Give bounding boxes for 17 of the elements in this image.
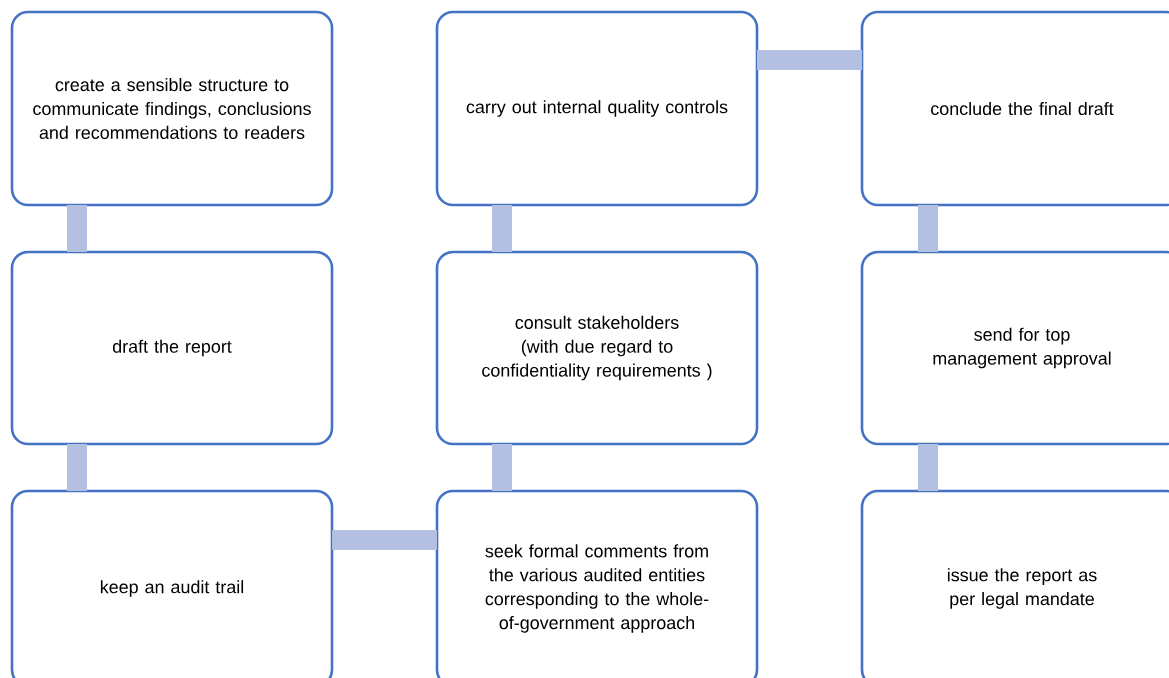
step-box: seek formal comments from the various audited entities corresponding to the whole-of-government approach xyxy=(435,489,759,678)
step-box: carry out internal quality controls xyxy=(435,10,759,207)
step-box: conclude the final draft xyxy=(860,10,1169,207)
step-box: draft the report xyxy=(10,250,334,446)
connector-bar xyxy=(918,444,938,491)
connector-bar xyxy=(492,444,512,491)
connector-bar xyxy=(492,205,512,252)
step-box: issue the report as per legal mandate xyxy=(860,489,1169,678)
connector-bar xyxy=(67,444,87,491)
step-box: keep an audit trail xyxy=(10,489,334,678)
connector-bar xyxy=(67,205,87,252)
step-box: send for top management approval xyxy=(860,250,1169,446)
connector-bar xyxy=(332,530,437,550)
step-box: create a sensible structure to communicate findings, conclusions and recommendations to readers xyxy=(10,10,334,207)
step-box: consult stakeholders (with due regard to confidentiality requirements ) xyxy=(435,250,759,446)
connector-bar xyxy=(757,50,862,70)
connector-bar xyxy=(918,205,938,252)
